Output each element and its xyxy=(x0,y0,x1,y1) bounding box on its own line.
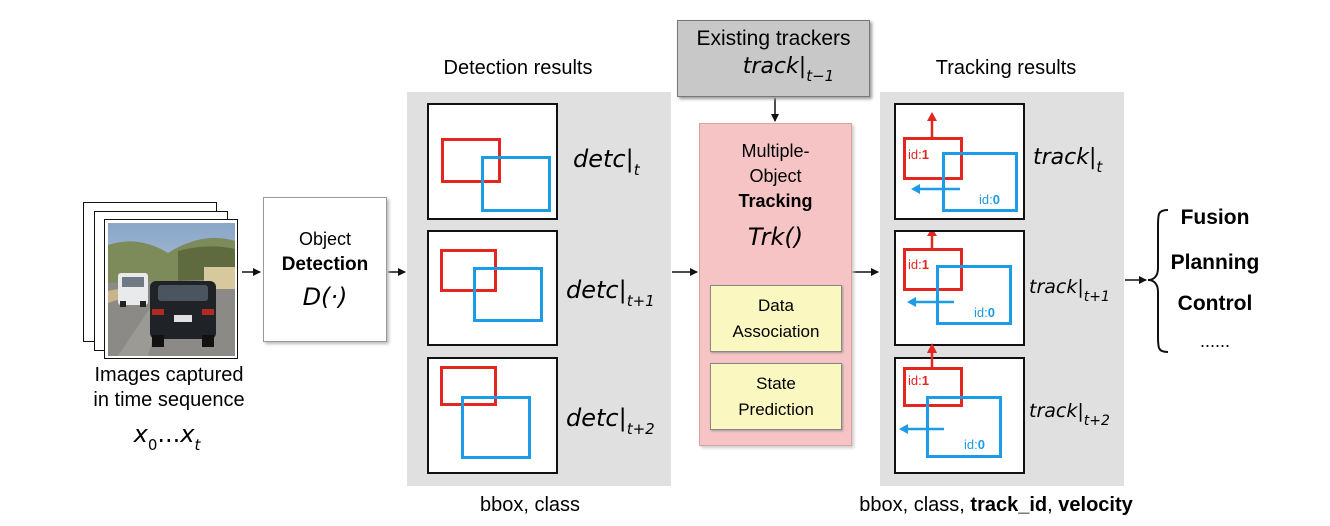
velocity-arrows xyxy=(899,359,944,434)
track-id-red: id:1 xyxy=(908,257,929,272)
detection-bbox-blue xyxy=(461,396,531,459)
data-association-line1: Data xyxy=(758,296,794,315)
detector-line1: Object xyxy=(298,229,352,249)
track-bbox-blue xyxy=(942,152,1018,212)
detection-bbox-red xyxy=(440,366,497,406)
input-caption-line2: in time sequence xyxy=(93,389,245,411)
image-frame-front xyxy=(104,219,238,359)
data-association-line2: Association xyxy=(732,322,820,341)
output-planning: Planning xyxy=(1170,251,1260,274)
detector-line2: Detection xyxy=(281,254,369,275)
input-caption: Images captured in time sequence xyxy=(44,363,294,413)
output-fusion: Fusion xyxy=(1180,206,1250,229)
output-ellipsis: ...... xyxy=(1199,331,1230,351)
velocity-arrows xyxy=(911,112,960,194)
detection-frame-t xyxy=(427,103,558,220)
track-id-red: id:1 xyxy=(908,147,929,162)
detection-bbox-blue xyxy=(473,267,543,322)
track-bbox-red xyxy=(903,367,963,407)
trackers-symbol: track|t−1 xyxy=(742,54,835,86)
detection-frame-t1 xyxy=(427,230,558,346)
detection-bbox-red xyxy=(440,249,497,292)
detection-bbox-red xyxy=(441,138,501,183)
detection-label-t2: detc|t+2 xyxy=(566,404,655,438)
detection-label-t1: detc|t+1 xyxy=(566,276,655,310)
road-scene-image xyxy=(108,223,235,356)
track-bbox-blue xyxy=(926,396,1002,458)
mot-line1: Multiple- xyxy=(741,141,810,161)
output-brace xyxy=(1147,209,1169,353)
track-id-blue: id:0 xyxy=(964,437,985,452)
detection-footer: bbox, class xyxy=(479,494,581,516)
input-caption-line1: Images captured xyxy=(94,364,244,386)
state-prediction-line1: State xyxy=(756,374,796,393)
tracking-footer: bbox, class, track_id, velocity xyxy=(859,494,1133,516)
detection-heading: Detection results xyxy=(443,57,593,79)
mot-function: Trk() xyxy=(747,223,804,251)
tracking-label-t2: track|t+2 xyxy=(1029,400,1110,429)
output-control: Control xyxy=(1177,292,1253,315)
data-association-box: Data Association xyxy=(710,285,842,352)
tracking-frame-t2: id:1 id:0 xyxy=(894,357,1025,474)
velocity-arrows xyxy=(907,232,954,307)
track-id-blue: id:0 xyxy=(979,192,1000,207)
detection-frame-t2 xyxy=(427,357,558,474)
track-id-blue: id:0 xyxy=(974,305,995,320)
input-sequence-symbol: x0...xt xyxy=(133,420,201,454)
track-id-red: id:1 xyxy=(908,373,929,388)
mot-line2: Object xyxy=(749,166,802,186)
object-detection-box: Object Detection D(·) xyxy=(263,197,387,342)
state-prediction-box: State Prediction xyxy=(710,363,842,430)
velocity-arrow-t2-head xyxy=(927,343,937,359)
mot-line3: Tracking xyxy=(738,191,813,211)
state-prediction-line2: Prediction xyxy=(738,400,814,419)
existing-trackers-box: Existing trackers track|t−1 xyxy=(677,20,870,97)
tracking-label-t: track|t xyxy=(1033,145,1103,176)
tracking-label-t1: track|t+1 xyxy=(1029,276,1110,305)
tracking-frame-t1: id:1 id:0 xyxy=(894,230,1025,346)
detection-bbox-blue xyxy=(481,156,551,212)
trackers-line1: Existing trackers xyxy=(696,27,851,50)
detector-function: D(·) xyxy=(302,283,348,311)
track-bbox-blue xyxy=(936,265,1012,325)
tracking-frame-t: id:1 id:0 xyxy=(894,103,1025,220)
detection-label-t: detc|t xyxy=(573,145,640,179)
tracking-heading: Tracking results xyxy=(935,57,1077,79)
